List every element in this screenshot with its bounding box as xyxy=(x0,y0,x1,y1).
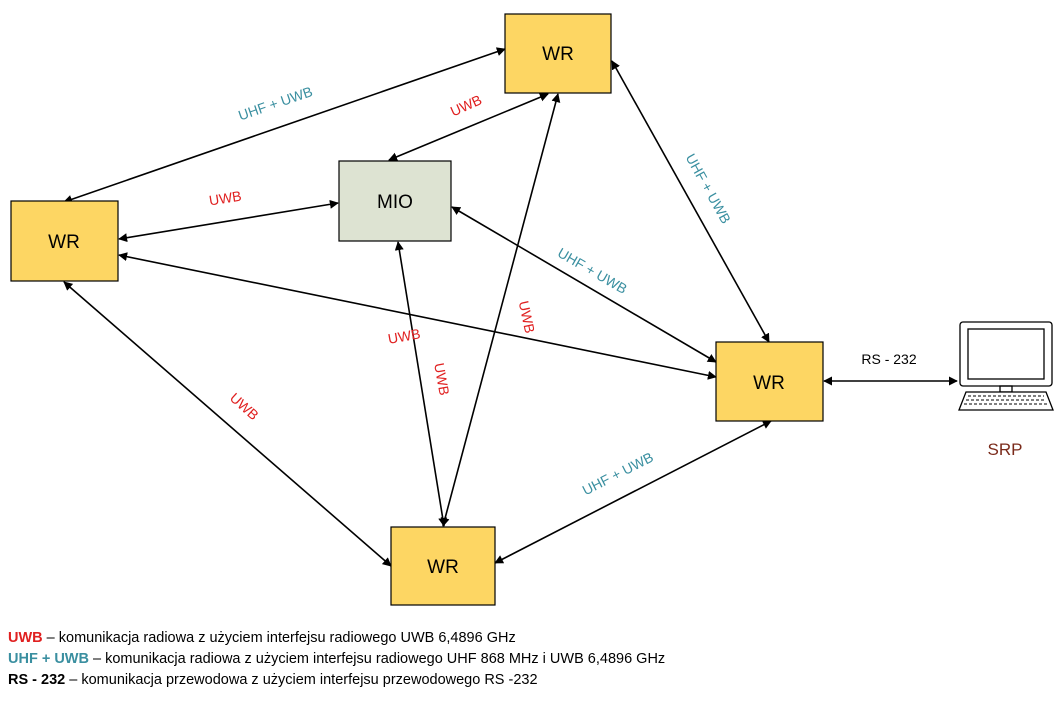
legend-row-uhf-uwb: UHF + UWB – komunikacja radiowa z użycie… xyxy=(8,649,665,670)
legend-text-uhf-uwb: – komunikacja radiowa z użyciem interfej… xyxy=(88,651,666,667)
legend-key-uwb: UWB xyxy=(8,630,43,646)
edge-wr-bottom-wr-right xyxy=(494,420,772,564)
edge-label-wr-top-mio: UWB xyxy=(448,91,484,119)
edge-wr-top-wr-right xyxy=(611,60,770,343)
node-wr-right[interactable]: WR xyxy=(715,341,824,422)
edge-label-wr-top-wr-right: UHF + UWB xyxy=(683,151,735,226)
node-wr-left[interactable]: WR xyxy=(10,200,119,282)
node-wr-bottom[interactable]: WR xyxy=(390,526,496,606)
legend-key-rs232: RS - 232 xyxy=(8,672,66,688)
node-wr-bottom-label: WR xyxy=(427,557,459,578)
edge-label-wr-bottom-wr-right: UHF + UWB xyxy=(580,449,656,498)
node-mio-label: MIO xyxy=(377,192,413,213)
node-wr-right-label: WR xyxy=(753,373,785,394)
node-wr-left-label: WR xyxy=(48,232,80,253)
network-diagram: WR WR MIO WR WR SRP UHF + UWB UWB UWB UH… xyxy=(10,13,1054,606)
edge-wr-left-mio xyxy=(118,199,339,243)
legend-key-uhf-uwb: UHF + UWB xyxy=(8,651,89,667)
node-mio[interactable]: MIO xyxy=(338,160,452,242)
edge-label-wr-left-wr-right: UWB xyxy=(516,299,538,334)
edge-mio-wr-right xyxy=(451,206,717,363)
legend-row-rs232: RS - 232 – komunikacja przewodowa z użyc… xyxy=(8,670,665,691)
edge-label-wr-left-mio: UWB xyxy=(208,188,243,209)
edge-label-wr-right-srp: RS - 232 xyxy=(861,351,916,367)
edge-mio-wr-bottom xyxy=(394,241,448,527)
legend-text-rs232: – komunikacja przewodowa z użyciem inter… xyxy=(65,672,538,688)
legend-text-uwb: – komunikacja radiowa z użyciem interfej… xyxy=(42,630,516,646)
computer-terminal-icon[interactable] xyxy=(958,321,1054,411)
edge-wr-left-wr-bottom xyxy=(63,281,392,567)
edge-wr-top-wr-bottom xyxy=(440,93,561,527)
node-wr-top-label: WR xyxy=(542,44,574,65)
edge-label-wr-left-wr-bottom: UWB xyxy=(227,389,262,423)
edge-label-mio-wr-bottom-a: UWB xyxy=(387,325,422,346)
edge-label-wr-left-wr-top: UHF + UWB xyxy=(236,83,314,123)
srp-label: SRP xyxy=(988,440,1023,459)
legend-row-uwb: UWB – komunikacja radiowa z użyciem inte… xyxy=(8,628,665,649)
legend: UWB – komunikacja radiowa z użyciem inte… xyxy=(8,628,665,691)
edge-wr-left-wr-top xyxy=(63,47,506,204)
edge-label-mio-wr-bottom-b: UWB xyxy=(431,362,452,397)
node-wr-top[interactable]: WR xyxy=(504,13,612,94)
